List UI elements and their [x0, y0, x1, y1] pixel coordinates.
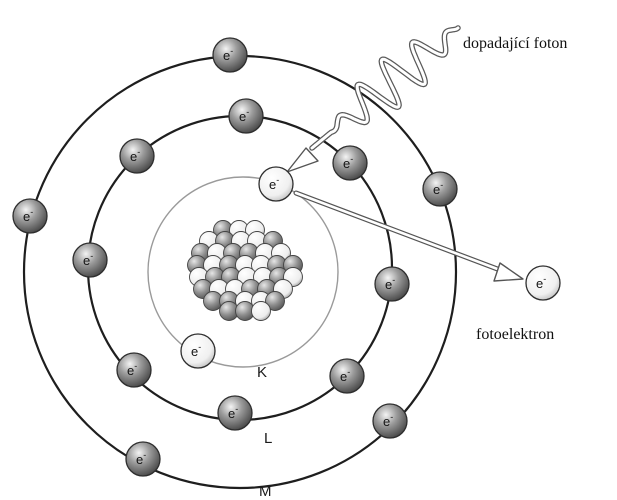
electron-m-bottom: e-	[126, 442, 160, 476]
photoelectron-trajectory	[296, 193, 523, 281]
electron-m-right: e-	[423, 172, 457, 206]
electron-l-upper-left: e-	[120, 139, 154, 173]
electron-l-bottom: e-	[218, 396, 252, 430]
trajectory-arrowhead	[494, 263, 523, 281]
electron-l-lower-right: e-	[330, 359, 364, 393]
incoming-photon-label: dopadající foton	[463, 35, 567, 52]
shell-label-l: L	[264, 430, 272, 447]
photon-arrowhead	[287, 148, 318, 172]
incoming-photon	[287, 28, 458, 172]
electron-m-top: e-	[213, 38, 247, 72]
shell-label-m: M	[259, 483, 272, 500]
electron-m-lower-right: e-	[373, 404, 407, 438]
photoelectron: e-	[526, 266, 560, 300]
nucleus	[188, 221, 303, 321]
electron-l-top: e-	[229, 99, 263, 133]
electron-l-right: e-	[375, 267, 409, 301]
shell-label-k: K	[257, 364, 267, 381]
electron-m-left: e-	[13, 199, 47, 233]
photoelectron-label: fotoelektron	[476, 326, 554, 343]
electron-l-lower-left: e-	[117, 353, 151, 387]
electron-k-lower: e-	[181, 334, 215, 368]
electron-l-left: e-	[73, 243, 107, 277]
proton	[252, 302, 271, 321]
electron-k-ejected: e-	[259, 167, 293, 201]
electron-l-upper-right: e-	[333, 146, 367, 180]
